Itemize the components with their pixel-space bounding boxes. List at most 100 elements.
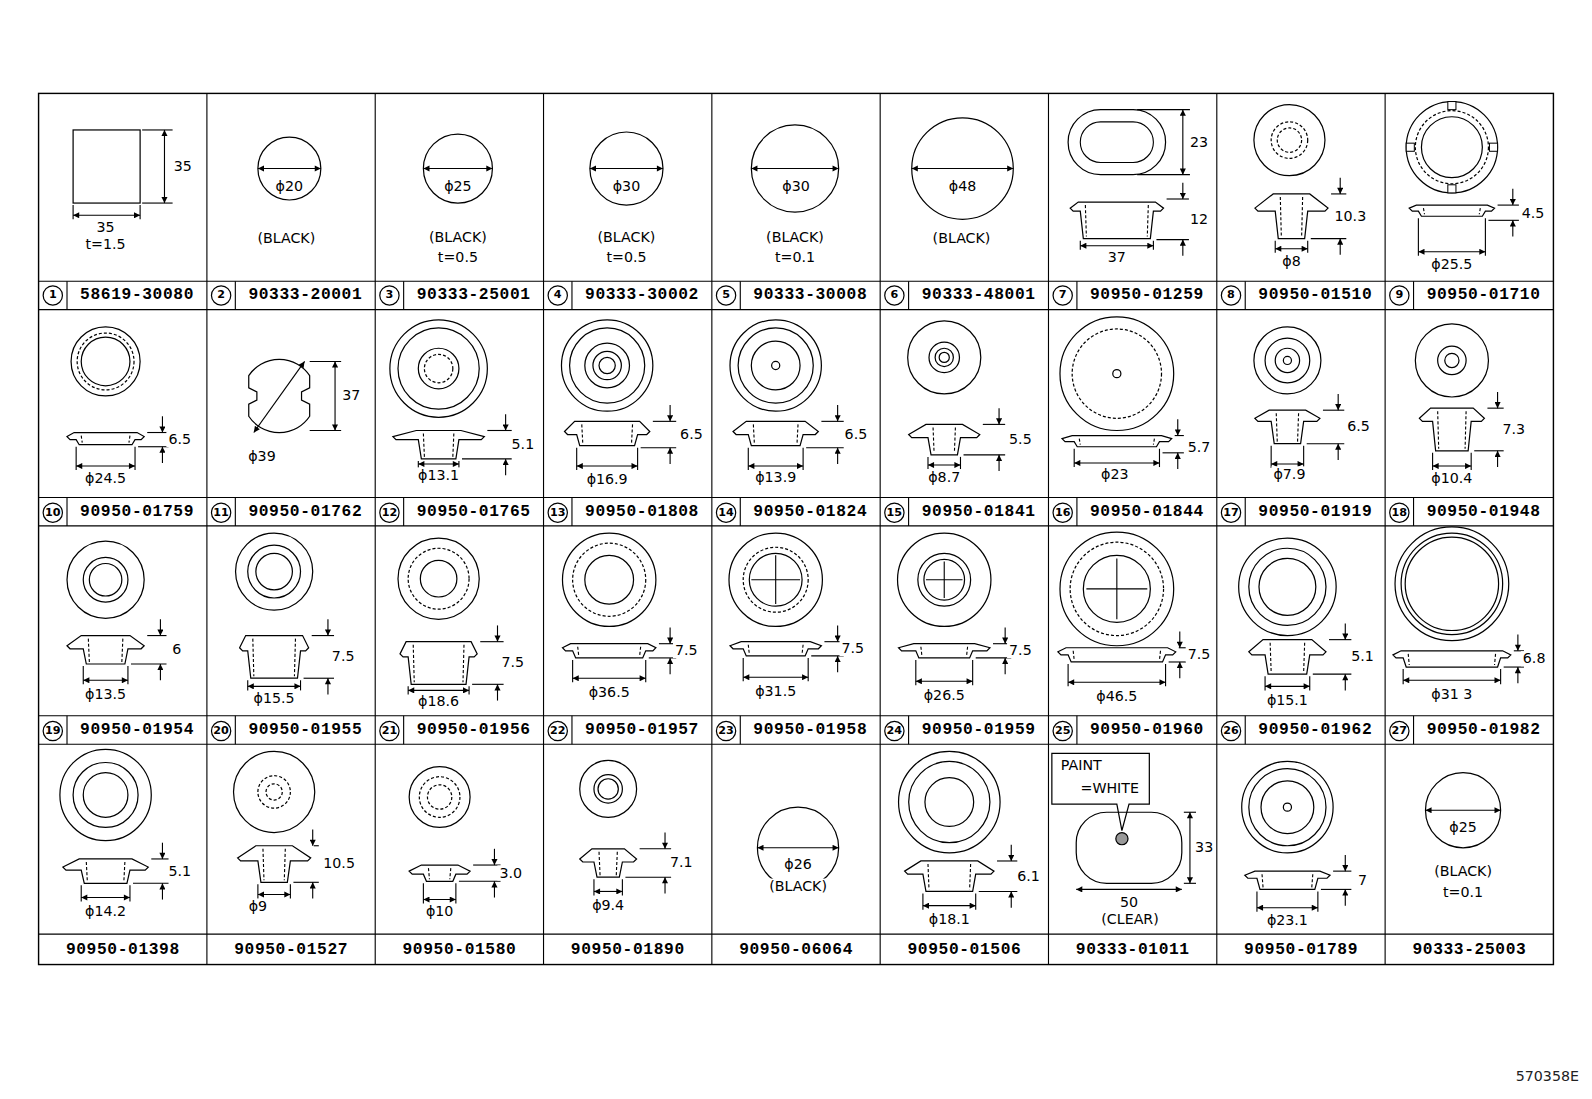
dimension-label: (BLACK) <box>427 230 489 246</box>
table-rule <box>1245 716 1246 744</box>
dimension-label: 35 <box>95 220 117 236</box>
dimension-label: 6.5 <box>166 432 193 448</box>
callout-circle <box>885 503 904 522</box>
dimension-arrow <box>162 416 163 432</box>
grommet-top-view <box>599 357 615 373</box>
callout-circle <box>885 286 904 305</box>
dimension-label: 10.3 <box>1333 208 1369 224</box>
dimension-arrow <box>923 905 976 906</box>
grommet-top-view <box>925 778 974 827</box>
hidden-line <box>578 647 579 656</box>
extension-line <box>1137 109 1190 110</box>
extension-line <box>641 447 677 448</box>
hidden-line <box>86 862 87 881</box>
callout-circle <box>548 286 567 305</box>
hidden-line <box>428 868 429 879</box>
table-rule <box>543 93 544 964</box>
grommet-top-view <box>1275 348 1299 372</box>
dimension-arrow <box>1080 245 1153 246</box>
extension-line <box>960 457 961 469</box>
grommet-top-view <box>1406 102 1497 193</box>
dimension-label: 6 <box>170 642 183 658</box>
extension-line <box>1303 446 1304 468</box>
table-rule <box>39 525 1554 526</box>
dimension-label: 6.5 <box>678 427 705 443</box>
part-number: 90950-01959 <box>922 722 1036 740</box>
dimension-label: ϕ23 <box>1099 466 1131 482</box>
table-rule <box>908 281 909 309</box>
grommet-top-view <box>1445 353 1459 367</box>
hidden-line <box>933 427 934 452</box>
dimension-arrow <box>1182 240 1183 256</box>
callout-number: 26 <box>1223 725 1239 737</box>
grommet-top-view <box>424 354 452 382</box>
callout-number: 16 <box>1055 507 1071 519</box>
grommet-side-view <box>1255 194 1328 239</box>
extension-line <box>1321 889 1351 890</box>
grommet-side-view <box>562 644 655 658</box>
paint-mark <box>1116 833 1128 845</box>
grommet-top-view <box>935 348 953 366</box>
extension-line <box>1163 452 1184 453</box>
dimension-arrow <box>254 361 305 432</box>
callout-number: 5 <box>722 289 730 301</box>
dimension-label: ϕ10.4 <box>1429 470 1474 486</box>
extension-line <box>257 884 258 898</box>
dimension-arrow <box>837 405 838 421</box>
table-rule <box>1413 716 1414 744</box>
grommet-side-view <box>580 849 637 877</box>
part-number: 90950-01527 <box>234 941 348 959</box>
extension-line <box>1167 198 1189 199</box>
extension-line <box>1488 220 1518 221</box>
dimension-arrow <box>837 448 838 464</box>
table-rule <box>39 497 1554 498</box>
dimension-label: 7.5 <box>840 641 867 657</box>
dimension-arrow <box>83 680 128 681</box>
part-number: 90950-01919 <box>1258 504 1372 522</box>
extension-line <box>637 448 638 470</box>
grommet-slot <box>1489 143 1497 151</box>
grommet-top-view <box>408 548 469 609</box>
callout-number: 3 <box>386 289 394 301</box>
part-number: 90950-01948 <box>1427 504 1541 522</box>
dimension-arrow <box>258 168 321 169</box>
dimension-arrow <box>505 459 506 475</box>
grommet-top-view <box>266 784 282 800</box>
grommet-top-view <box>598 779 618 799</box>
dimension-arrow <box>497 625 498 641</box>
table-rule <box>1413 281 1414 309</box>
hidden-line <box>632 424 633 443</box>
hidden-line <box>921 647 922 656</box>
hidden-line <box>1298 413 1299 441</box>
dimension-arrow <box>312 882 313 898</box>
grommet-top-view <box>908 321 981 394</box>
dimension-label: 7.5 <box>673 643 700 659</box>
extension-line <box>293 882 318 883</box>
callout-number: 23 <box>718 725 734 737</box>
grommet-top-view <box>256 553 293 590</box>
grommet-top-view <box>234 751 315 832</box>
part-number: 90950-01510 <box>1258 287 1372 305</box>
extension-line <box>1418 218 1419 256</box>
callout-number: 25 <box>1055 725 1071 737</box>
callout-number: 15 <box>887 507 903 519</box>
grommet-top-view <box>398 538 479 619</box>
callout-circle <box>716 503 735 522</box>
grommet-side-view <box>1070 202 1163 239</box>
hidden-line <box>81 436 82 443</box>
grommet-top-view <box>1060 317 1174 431</box>
dimension-label: ϕ24.5 <box>83 470 128 486</box>
grommet-top-view <box>1415 324 1488 397</box>
extension-line <box>304 678 334 679</box>
dimension-arrow <box>258 894 290 895</box>
plug-outline <box>912 118 1014 220</box>
dimension-arrow <box>327 678 328 694</box>
dimension-arrow <box>664 833 665 849</box>
plug-outline <box>757 807 838 888</box>
extension-line <box>622 879 623 895</box>
hidden-line <box>1270 643 1271 672</box>
table-rule <box>235 716 236 744</box>
callout-number: 1 <box>49 289 57 301</box>
part-number: 90950-01762 <box>248 504 362 522</box>
dimension-label: (BLACK) <box>596 230 658 246</box>
